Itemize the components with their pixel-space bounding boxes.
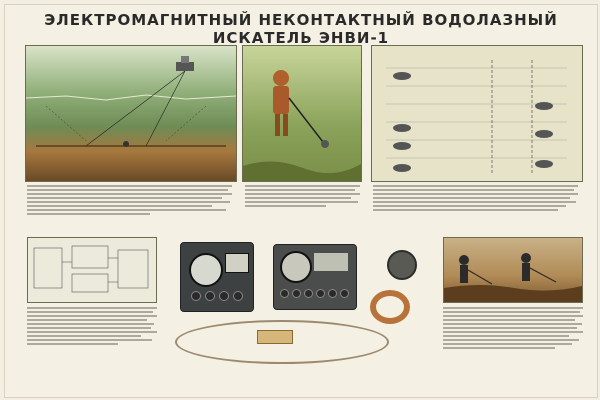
device-control-unit: [273, 244, 357, 310]
panel-field-scheme: [443, 237, 583, 303]
device-console: [180, 242, 254, 312]
panel-electric-scheme: [27, 237, 157, 303]
seabed-scheme-drawing: [26, 56, 236, 147]
coil-icon: [370, 290, 410, 324]
diver-scene-drawing: [243, 70, 361, 181]
cable: [175, 320, 389, 364]
text-block-seabed: [27, 185, 232, 217]
chart-scheme-drawing: [386, 60, 567, 174]
probe-icon: [387, 250, 417, 280]
text-block-chart: [373, 185, 578, 213]
poster: ЭЛЕКТРОМАГНИТНЫЙ НЕКОНТАКТНЫЙ ВОДОЛАЗНЫЙ…: [4, 4, 598, 398]
electric-scheme-drawing: [33, 245, 149, 293]
text-block-field: [443, 307, 583, 351]
poster-title: ЭЛЕКТРОМАГНИТНЫЙ НЕКОНТАКТНЫЙ ВОДОЛАЗНЫЙ…: [44, 11, 558, 47]
text-block-diver: [245, 185, 360, 209]
ship-icon: [176, 56, 194, 71]
diver-figure: [123, 141, 129, 147]
accessory-box: [257, 330, 293, 344]
diver-figure: [459, 255, 493, 285]
panel-chart-scheme: [371, 45, 583, 182]
text-block-electric: [27, 307, 157, 347]
device-photo-area: [165, 230, 435, 380]
field-scheme-drawing: [444, 253, 582, 302]
diver-figure: [273, 70, 324, 143]
panel-seabed-scheme: [25, 45, 237, 182]
panel-diver-scene: [242, 45, 362, 182]
probe-icon: [321, 140, 329, 148]
diver-figure: [521, 253, 557, 283]
